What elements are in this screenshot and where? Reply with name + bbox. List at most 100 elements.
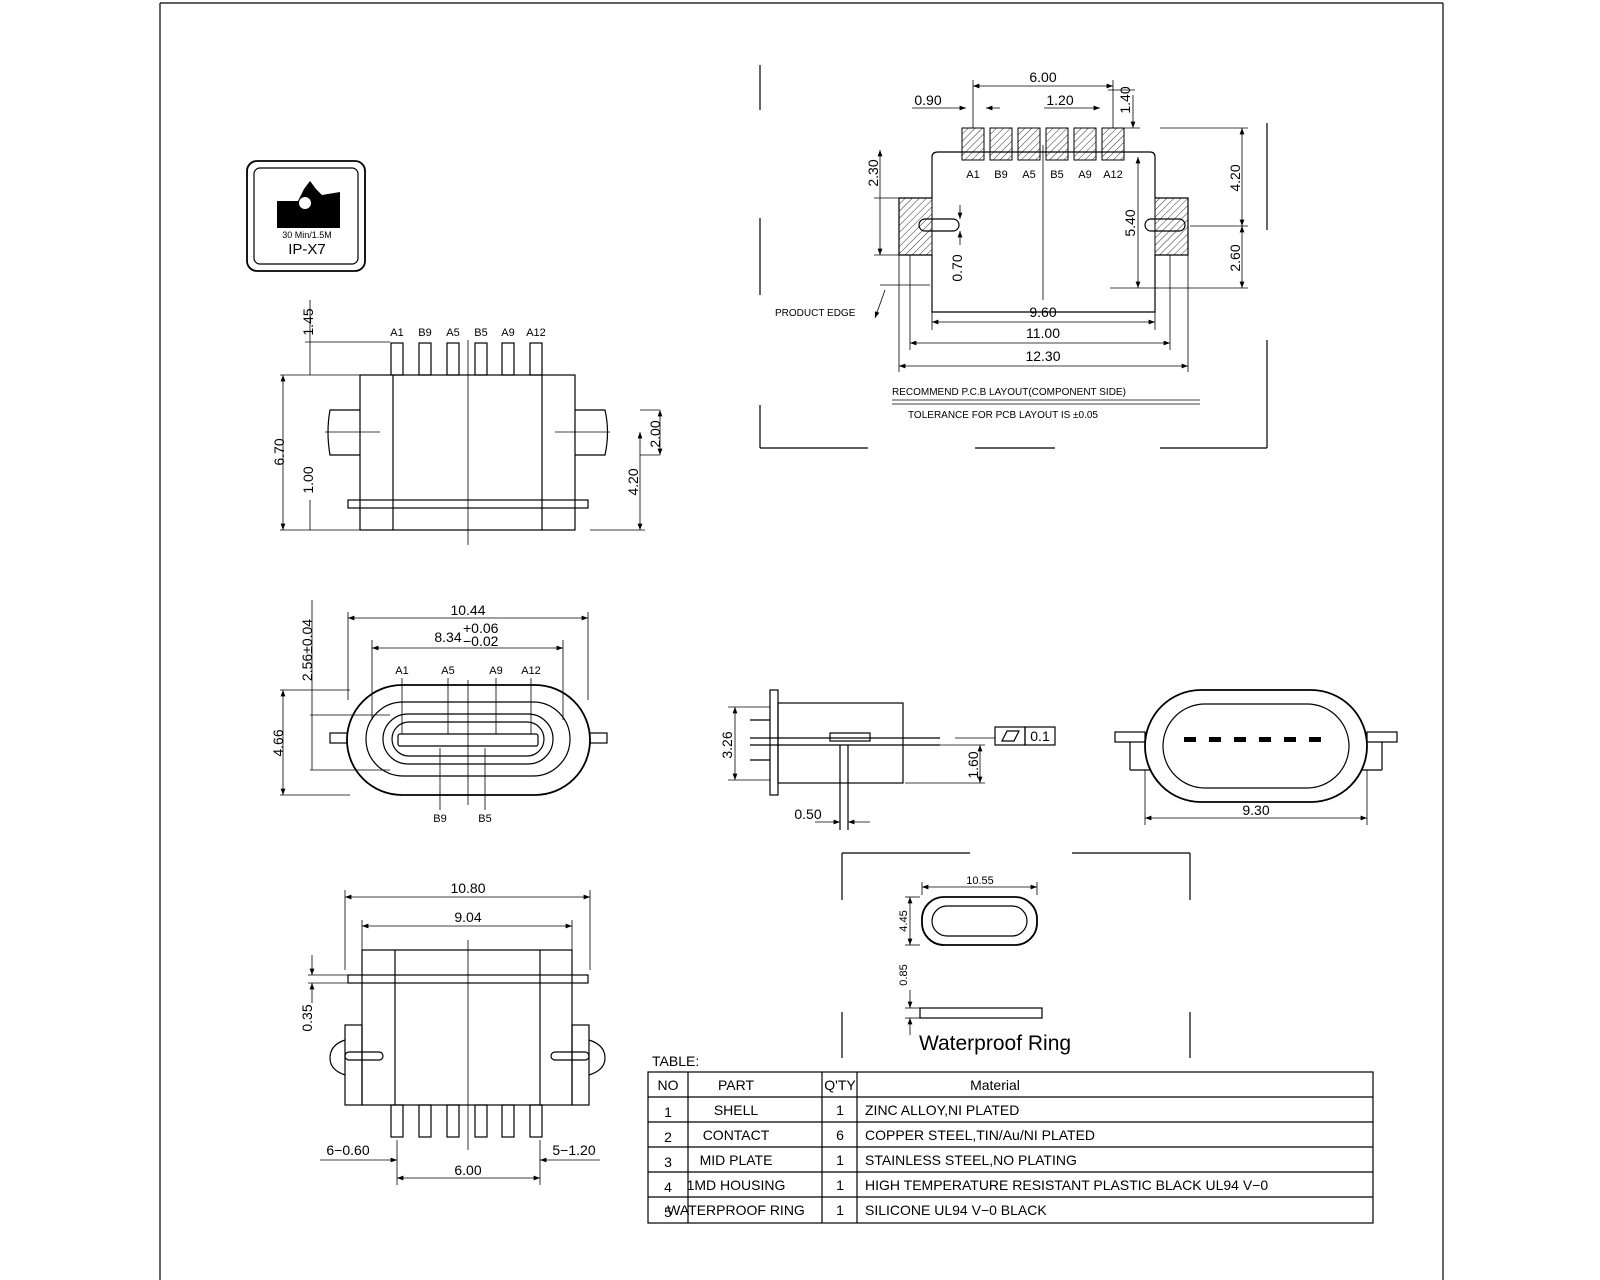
pcb-pad: [961, 127, 985, 161]
pcb-pad: [1045, 127, 1069, 161]
side-pin: [390, 342, 404, 376]
end-contact: [1184, 737, 1196, 742]
pcb-pad-label: A1: [966, 169, 979, 181]
front-dim-height: 2.56±0.04: [299, 619, 315, 681]
pcb-pad-label: A12: [1103, 169, 1123, 181]
side-pin: [474, 342, 488, 376]
front-pin-b5: B5: [478, 813, 491, 825]
ring-label: Waterproof Ring: [919, 1032, 1071, 1055]
pcb-dim-070: 0.70: [949, 254, 965, 281]
end-dim-width: 9.30: [1242, 802, 1269, 818]
pcb-dim-540: 5.40: [1122, 209, 1138, 236]
pcb-pad-label: A9: [1078, 169, 1091, 181]
end-contact: [1284, 737, 1296, 742]
th-no: NO: [658, 1077, 679, 1093]
ring-dim-t: 0.85: [898, 964, 910, 985]
table-cell: 3: [664, 1154, 672, 1170]
side-pin: [446, 342, 460, 376]
table-cell: 1: [664, 1104, 672, 1120]
end-contact: [1309, 737, 1321, 742]
side-dim-height: 6.70: [271, 438, 287, 465]
pcb-dim-260: 2.60: [1227, 244, 1243, 271]
pcb-dim-pad-h: 1.40: [1117, 86, 1133, 113]
th-qty: Q'TY: [824, 1077, 856, 1093]
side-pin-label: A5: [446, 327, 459, 339]
profile-dim-h: 3.26: [719, 731, 735, 758]
bottom-pin: [474, 1104, 488, 1138]
end-contact: [1259, 737, 1271, 742]
bottom-dim-pin-count: 6−0.60: [326, 1142, 369, 1158]
table-cell: SHELL: [714, 1102, 759, 1118]
pcb-dim-230: 2.30: [865, 159, 881, 186]
pcb-pad: [1017, 127, 1041, 161]
th-material: Material: [970, 1077, 1020, 1093]
profile-dim-pin: 0.50: [794, 806, 821, 822]
table-cell: SILICONE UL94 V−0 BLACK: [865, 1202, 1047, 1218]
front-pin-a1: A1: [395, 665, 408, 677]
table-cell: 5: [664, 1204, 672, 1220]
table-cell: MID PLATE: [700, 1152, 773, 1168]
side-dim-base: 1.00: [300, 466, 316, 493]
front-pin-a5: A5: [441, 665, 454, 677]
table-title: TABLE:: [652, 1053, 699, 1069]
pcb-dim-pad-w: 0.90: [914, 92, 941, 108]
bottom-pin: [446, 1104, 460, 1138]
pcb-pad: [1073, 127, 1097, 161]
table-cell: 1: [836, 1202, 844, 1218]
bottom-dim-span: 6.00: [454, 1162, 481, 1178]
badge-line1: 30 Min/1.5M: [282, 230, 332, 240]
pcb-dim-1100: 11.00: [1026, 325, 1060, 341]
bottom-view: 10.80 9.04 0.35 6−0.60 5−1.20 6.00: [299, 880, 606, 1185]
table-cell: 6: [836, 1127, 844, 1143]
pcb-product-edge: PRODUCT EDGE: [775, 308, 856, 319]
ring-dim-w: 10.55: [966, 875, 994, 887]
table-cell: ZINC ALLOY,NI PLATED: [865, 1102, 1019, 1118]
side-pin-label: A12: [526, 327, 546, 339]
bottom-dim-thick: 0.35: [299, 1004, 315, 1031]
bottom-pin: [501, 1104, 515, 1138]
table-cell: COPPER STEEL,TIN/Au/NI PLATED: [865, 1127, 1095, 1143]
bottom-pin: [529, 1104, 543, 1138]
bottom-pin: [390, 1104, 404, 1138]
badge-line2: IP-X7: [288, 241, 326, 258]
side-pin-label: B5: [474, 327, 487, 339]
drawing-frame: [159, 2, 1444, 1280]
bom-table: TABLE: NO PART Q'TY Material 1 SHELL 1 ZINC…: [647, 1053, 1374, 1224]
ring-dim-h: 4.45: [898, 910, 910, 931]
end-contact: [1234, 737, 1246, 742]
front-view: 10.44 8.34 +0.06 −0.02 2.56±0.04 4.66 A1…: [270, 600, 608, 825]
table-cell: HIGH TEMPERATURE RESISTANT PLASTIC BLACK…: [865, 1177, 1268, 1193]
pcb-pad: [1101, 127, 1125, 161]
waterproof-ring: 10.55 4.45 0.85 Waterproof Ring: [841, 852, 1191, 1058]
profile-view: 3.26 1.60 0.50 0.1: [719, 689, 1056, 830]
front-dim-width: 10.44: [450, 602, 485, 618]
pcb-pad-label: A5: [1022, 169, 1035, 181]
side-pin: [529, 342, 543, 376]
front-pin-b9: B9: [433, 813, 446, 825]
table-cell: 1: [836, 1152, 844, 1168]
profile-dim-offset: 1.60: [965, 751, 981, 778]
front-pin-a9: A9: [489, 665, 502, 677]
bottom-dim-width: 10.80: [450, 880, 485, 896]
side-pin-label: B9: [418, 327, 431, 339]
end-contact: [1209, 737, 1221, 742]
table-cell: 1MD HOUSING: [687, 1177, 786, 1193]
pcb-note2: TOLERANCE FOR PCB LAYOUT IS ±0.05: [908, 410, 1098, 421]
end-view: 9.30: [1114, 689, 1398, 825]
th-part: PART: [718, 1077, 754, 1093]
side-dim-tab: 2.00: [647, 420, 663, 447]
table-cell: 1: [836, 1177, 844, 1193]
pcb-dim-960: 9.60: [1029, 304, 1056, 320]
front-dim-outer-h: 4.66: [270, 729, 286, 756]
bottom-pin: [418, 1104, 432, 1138]
table-cell: STAINLESS STEEL,NO PLATING: [865, 1152, 1077, 1168]
side-pin-label: A9: [501, 327, 514, 339]
pcb-pad-label: B5: [1050, 169, 1063, 181]
front-dim-inner: 8.34: [434, 629, 461, 645]
front-dim-tol-plus: +0.06: [463, 620, 499, 636]
pcb-dim-1230: 12.30: [1025, 348, 1060, 364]
side-pin-label: A1: [390, 327, 403, 339]
